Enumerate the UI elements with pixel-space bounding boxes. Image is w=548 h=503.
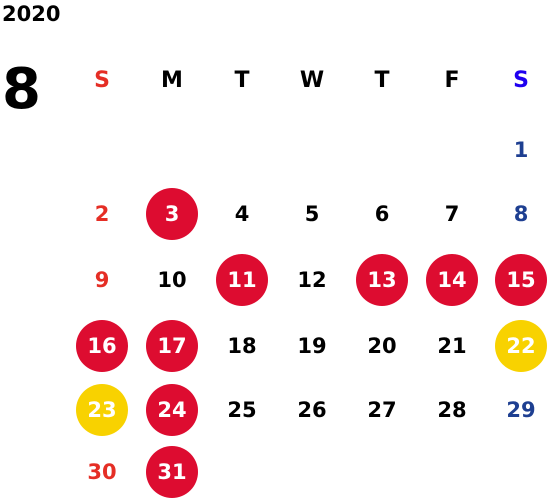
day-cell-30: 30 bbox=[87, 460, 117, 484]
day-cell-22: 22 bbox=[495, 320, 547, 372]
weekday-header-saturday: S bbox=[513, 68, 529, 93]
day-cell-17: 17 bbox=[146, 320, 198, 372]
day-cell-1: 1 bbox=[513, 138, 529, 162]
day-cell-3: 3 bbox=[146, 188, 198, 240]
weekday-header-friday: F bbox=[444, 68, 460, 93]
day-cell-2: 2 bbox=[94, 202, 110, 226]
day-cell-16: 16 bbox=[76, 320, 128, 372]
day-cell-19: 19 bbox=[297, 334, 327, 358]
day-cell-13: 13 bbox=[356, 254, 408, 306]
day-cell-8: 8 bbox=[513, 202, 529, 226]
day-cell-5: 5 bbox=[304, 202, 320, 226]
day-cell-4: 4 bbox=[234, 202, 250, 226]
day-cell-11: 11 bbox=[216, 254, 268, 306]
day-cell-26: 26 bbox=[297, 398, 327, 422]
weekday-header-monday: M bbox=[161, 68, 183, 93]
day-cell-6: 6 bbox=[374, 202, 390, 226]
day-cell-14: 14 bbox=[426, 254, 478, 306]
day-cell-10: 10 bbox=[157, 268, 187, 292]
day-cell-28: 28 bbox=[437, 398, 467, 422]
day-cell-25: 25 bbox=[227, 398, 257, 422]
weekday-header-sunday: S bbox=[94, 68, 110, 93]
day-cell-9: 9 bbox=[94, 268, 110, 292]
month-label: 8 bbox=[2, 57, 41, 122]
day-cell-21: 21 bbox=[437, 334, 467, 358]
day-cell-15: 15 bbox=[495, 254, 547, 306]
day-cell-24: 24 bbox=[146, 384, 198, 436]
day-cell-27: 27 bbox=[367, 398, 397, 422]
day-cell-12: 12 bbox=[297, 268, 327, 292]
day-cell-7: 7 bbox=[444, 202, 460, 226]
day-cell-18: 18 bbox=[227, 334, 257, 358]
day-cell-20: 20 bbox=[367, 334, 397, 358]
weekday-header-tuesday: T bbox=[234, 68, 250, 93]
weekday-header-wednesday: W bbox=[299, 68, 325, 93]
day-cell-29: 29 bbox=[506, 398, 536, 422]
day-cell-31: 31 bbox=[146, 446, 198, 498]
weekday-header-thursday: T bbox=[374, 68, 390, 93]
day-cell-23: 23 bbox=[76, 384, 128, 436]
year-label: 2020 bbox=[2, 2, 61, 26]
